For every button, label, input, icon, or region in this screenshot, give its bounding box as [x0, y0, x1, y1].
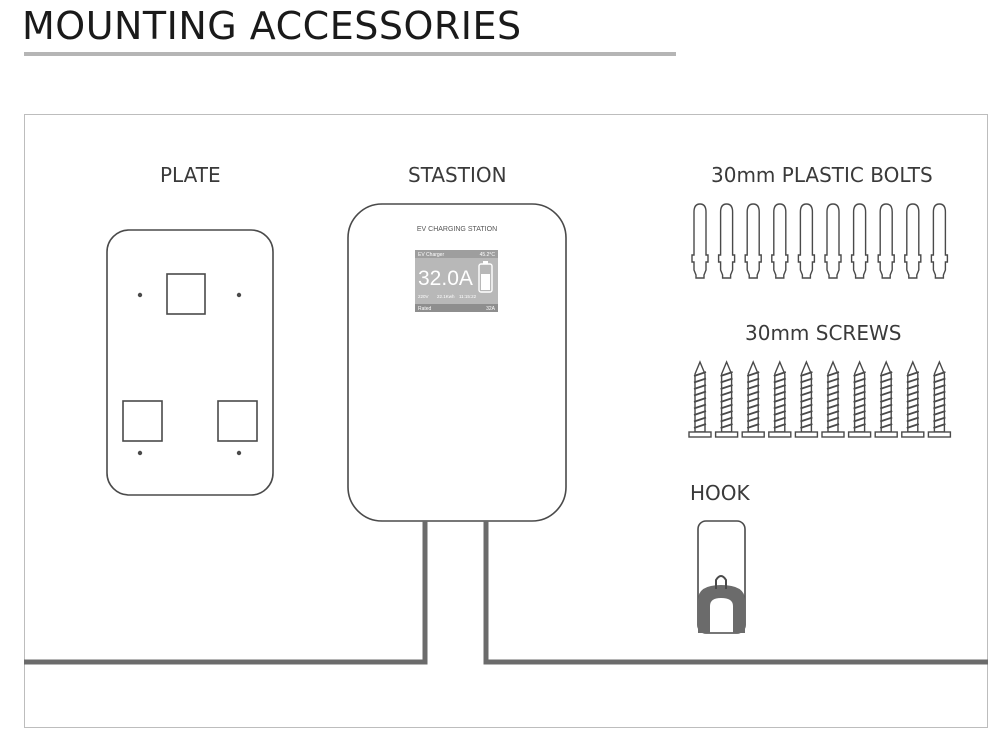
bolts-label: 30mm PLASTIC BOLTS	[711, 163, 933, 187]
plate-hole	[236, 292, 242, 298]
cable	[24, 521, 988, 665]
plastic-bolt	[771, 203, 789, 279]
plate	[106, 229, 274, 496]
plate-top-cutout	[166, 273, 206, 315]
battery-tip	[483, 261, 488, 264]
screw	[901, 360, 925, 438]
plastic-bolt	[877, 203, 895, 279]
screen-info-right: 11:15:22	[459, 294, 477, 299]
plate-hole	[137, 292, 143, 298]
screw	[768, 360, 792, 438]
station-body	[347, 203, 567, 522]
plate-left-cutout	[122, 400, 163, 442]
screw	[927, 360, 952, 438]
station-label: STASTION	[408, 163, 507, 187]
screw	[821, 360, 845, 438]
screen-current: 32.0A	[418, 267, 473, 290]
plastic-bolt	[717, 203, 736, 279]
station-header-text: EV CHARGING STATION	[417, 226, 497, 233]
plastic-bolt	[930, 203, 949, 279]
charging-station: EV CHARGING STATION EV Charger 45.2°C 32…	[347, 203, 567, 522]
plastic-bolt	[691, 203, 709, 279]
screws	[688, 360, 952, 438]
plate-hole	[137, 450, 143, 456]
hook-loop	[715, 575, 727, 589]
plastic-bolt	[824, 203, 842, 279]
screws-label: 30mm SCREWS	[745, 321, 902, 345]
screw	[714, 360, 739, 438]
plate-right-cutout	[217, 400, 258, 442]
plate-hole	[236, 450, 242, 456]
battery-level	[481, 274, 490, 290]
hook	[697, 520, 746, 634]
screen-footer-left: Rated	[418, 306, 432, 312]
screen-footer-bar	[415, 304, 498, 312]
plastic-bolt	[850, 203, 869, 279]
screen-title-left: EV Charger	[418, 252, 444, 258]
station-screen	[415, 250, 498, 312]
screw	[741, 360, 765, 438]
screen-title-bar	[415, 250, 498, 258]
screen-footer-right: 32A	[486, 306, 496, 312]
plastic-bolt	[904, 203, 922, 279]
screw	[847, 360, 872, 438]
screw	[794, 360, 819, 438]
plastic-bolt	[797, 203, 816, 279]
screw	[688, 360, 712, 438]
plastic-bolts	[691, 203, 949, 279]
plate-outline	[106, 229, 274, 496]
screen-info-left: 220V	[418, 294, 429, 299]
plate-label: PLATE	[160, 163, 221, 187]
plastic-bolt	[744, 203, 762, 279]
hook-label: HOOK	[690, 481, 750, 505]
title-underline	[24, 52, 676, 56]
screw	[874, 360, 898, 438]
screen-title-right: 45.2°C	[480, 252, 496, 258]
diagram-frame	[24, 114, 988, 728]
screen-info-mid: 22.1Kwh	[437, 294, 455, 299]
page-title: MOUNTING ACCESSORIES	[22, 4, 522, 48]
hook-body	[698, 585, 745, 633]
